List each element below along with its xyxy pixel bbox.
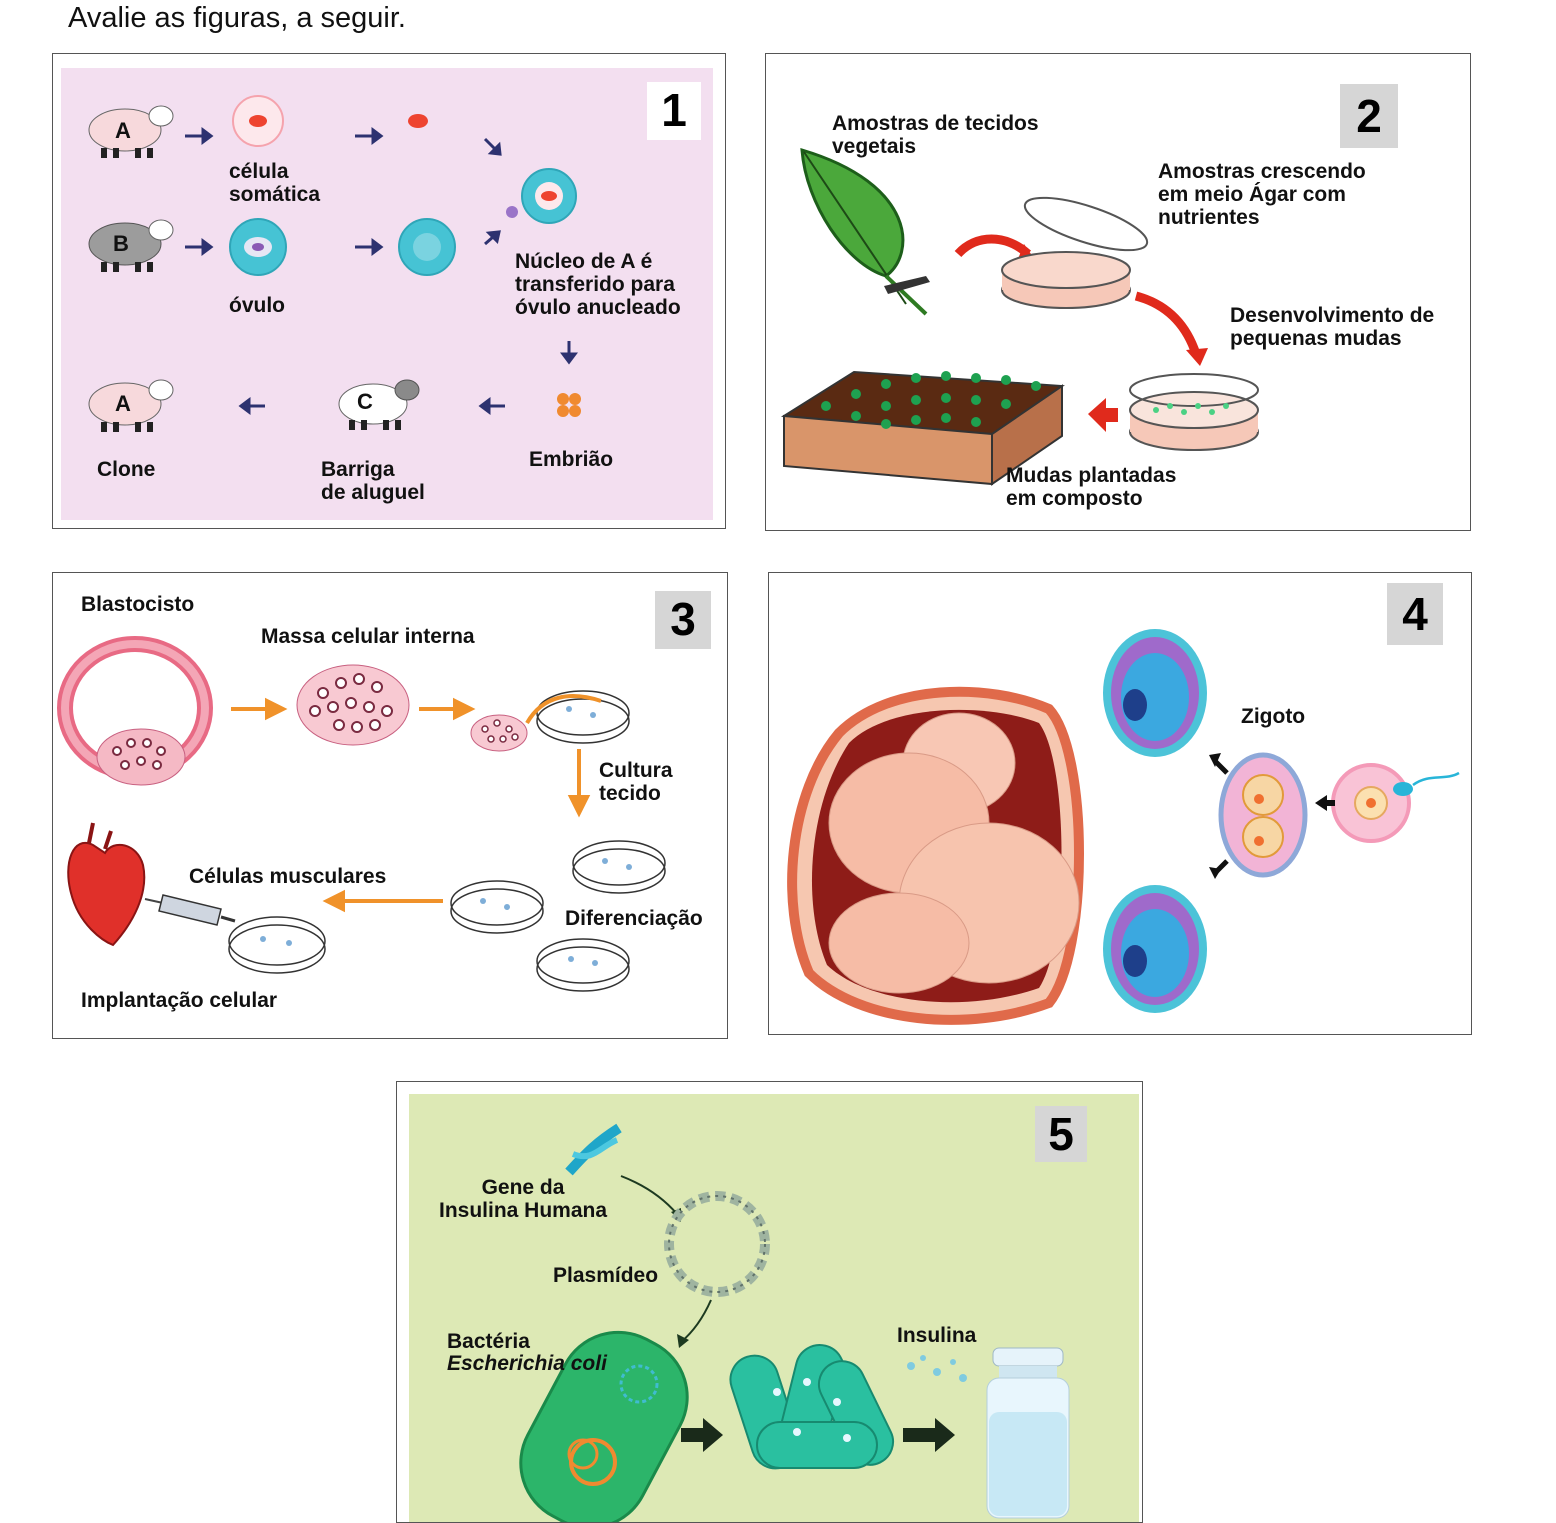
dna-icon <box>565 1123 622 1176</box>
zygote-icon <box>1218 752 1308 878</box>
ovum-label: óvulo <box>229 294 285 317</box>
figure-1-illustration <box>61 68 713 520</box>
nucleus-transfer-label: Núcleo de A é transferido para óvulo anu… <box>515 250 681 319</box>
intro-text: Avalie as figuras, a seguir. <box>68 2 406 34</box>
figure-4-illustration <box>787 629 1460 1025</box>
sheep-a-label: A <box>115 118 131 143</box>
womb-fetus-icon <box>787 686 1084 1025</box>
planted-seedlings-label: Mudas plantadas em composto <box>1006 464 1177 510</box>
planting-box-icon <box>780 370 1065 486</box>
embryo-label: Embrião <box>529 448 614 471</box>
leaf-icon <box>800 147 930 316</box>
embryo-icon <box>557 393 581 417</box>
sheep-b-label: B <box>113 231 129 256</box>
petri-dish-icon <box>572 840 666 886</box>
sheep-c-icon <box>338 379 420 430</box>
somatic-cell-label: célula somática <box>229 160 321 206</box>
embryo-icon <box>1103 629 1207 757</box>
zygote-label: Zigoto <box>1241 705 1306 728</box>
red-arrow-icon <box>1134 291 1201 356</box>
syringe-icon <box>144 894 236 926</box>
sheep-clone-label: A <box>115 391 131 416</box>
blastocyst-icon <box>57 636 213 786</box>
figure-1-cloning: A B C A 1 célula somática óvulo Núcleo d… <box>52 53 726 529</box>
figure-5-illustration <box>409 1094 1139 1522</box>
petri-dish-icon <box>228 916 326 966</box>
figure-number-4: 4 <box>1387 583 1443 645</box>
human-insulin-gene-label: Gene da Insulina Humana <box>439 1176 608 1222</box>
petri-dish-seedlings-icon <box>1129 373 1259 451</box>
small-cell-cluster-icon <box>470 714 528 752</box>
insulin-molecules-icon <box>907 1355 967 1382</box>
surrogate-label: Barriga de aluguel <box>321 458 425 504</box>
figure-3-stem-cells: 3 Blastocisto Massa celular interna Cult… <box>52 572 728 1039</box>
sheep-clone-icon <box>88 379 174 432</box>
petri-dish-icon <box>536 938 630 984</box>
figure-2-illustration <box>780 147 1259 486</box>
figure-2-tissue-culture: 2 Amostras de tecidos vegetais Amostras … <box>765 53 1471 531</box>
red-arrow-icon <box>954 234 1032 258</box>
sheep-a-icon <box>88 105 174 158</box>
bacteria-label: Bactéria <box>447 1330 530 1353</box>
red-arrow-left-icon <box>1088 398 1118 432</box>
egg-sperm-icon <box>1331 763 1460 843</box>
differentiation-label: Diferenciação <box>565 907 703 930</box>
cell-implant-label: Implantação celular <box>81 989 278 1012</box>
embryo-icon <box>1103 885 1207 1013</box>
inner-cell-mass-icon <box>296 664 410 746</box>
petri-dish-icon <box>1001 196 1149 309</box>
figure-number-1: 1 <box>647 82 701 140</box>
blastocyst-label: Blastocisto <box>81 593 195 616</box>
plasmid-icon <box>664 1191 770 1297</box>
figure-4-twins: 4 Zigoto <box>768 572 1472 1035</box>
sheep-b-icon <box>88 219 174 272</box>
growing-samples-label: Amostras crescendo em meio Ágar com nutr… <box>1158 160 1366 229</box>
insulin-vial-icon <box>986 1347 1070 1519</box>
figure-number-5: 5 <box>1035 1106 1087 1162</box>
seedling-development-label: Desenvolvimento de pequenas mudas <box>1230 304 1435 350</box>
insulin-label: Insulina <box>897 1324 977 1347</box>
sheep-c-label: C <box>357 389 373 414</box>
tissue-samples-label: Amostras de tecidos vegetais <box>832 112 1039 158</box>
orange-arrows <box>231 697 591 913</box>
heart-icon <box>67 822 146 947</box>
muscle-cells-label: Células musculares <box>189 865 387 888</box>
inner-cell-mass-label: Massa celular interna <box>261 625 475 648</box>
petri-dish-icon <box>450 880 544 926</box>
figure-number-2: 2 <box>1340 84 1398 148</box>
figure-number-3: 3 <box>655 591 711 649</box>
bacteria-species-label: Escherichia coli <box>447 1352 607 1375</box>
tissue-culture-label: Cultura tecido <box>599 759 673 805</box>
figure-5-recombinant-insulin: 5 Gene da Insulina Humana Plasmídeo Bact… <box>396 1081 1143 1523</box>
clone-label: Clone <box>97 458 156 481</box>
nucleus-icon <box>408 114 428 128</box>
figure-3-illustration <box>57 636 666 992</box>
plasmid-label: Plasmídeo <box>553 1264 659 1287</box>
